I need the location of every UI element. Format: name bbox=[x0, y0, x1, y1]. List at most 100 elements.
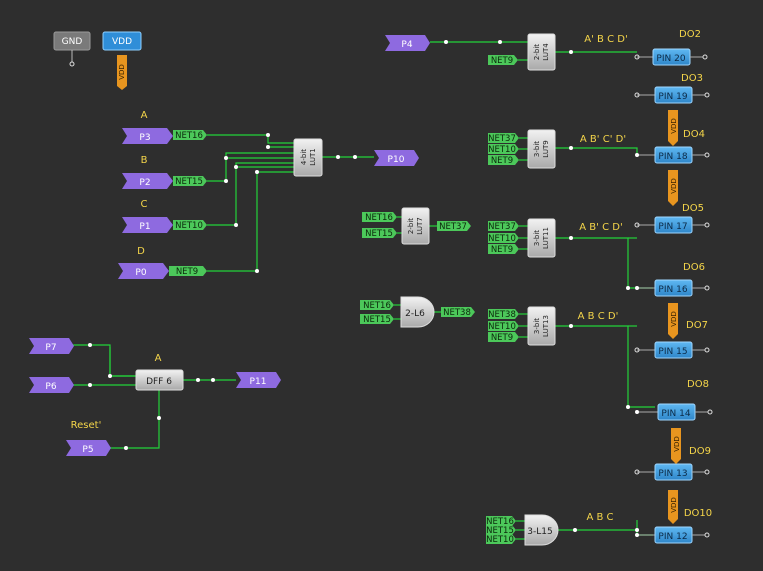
port-p4[interactable]: P4 bbox=[385, 35, 430, 51]
vdd-button[interactable]: VDD bbox=[102, 31, 142, 51]
svg-text:LUT1: LUT1 bbox=[309, 148, 317, 165]
label-b: B bbox=[141, 155, 148, 166]
svg-text:VDD: VDD bbox=[670, 118, 678, 134]
svg-text:2-bit: 2-bit bbox=[533, 44, 541, 60]
svg-text:PIN 16: PIN 16 bbox=[658, 285, 687, 295]
do-label: DO9 bbox=[689, 446, 711, 457]
svg-text:NET15: NET15 bbox=[363, 315, 391, 325]
svg-text:3-L15: 3-L15 bbox=[527, 527, 552, 537]
svg-text:VDD: VDD bbox=[118, 64, 126, 80]
port-p6[interactable]: P6 bbox=[29, 377, 74, 393]
do-label: DO10 bbox=[684, 508, 712, 519]
svg-text:DFF 6: DFF 6 bbox=[146, 377, 172, 387]
do-label: DO6 bbox=[683, 262, 705, 273]
svg-text:NET10: NET10 bbox=[175, 221, 203, 231]
gnd-button[interactable]: GND bbox=[53, 31, 91, 67]
svg-text:P10: P10 bbox=[388, 155, 405, 165]
svg-text:NET16: NET16 bbox=[363, 301, 391, 311]
svg-text:NET10: NET10 bbox=[488, 234, 516, 244]
svg-text:VDD: VDD bbox=[670, 311, 678, 327]
port-p7[interactable]: P7 bbox=[29, 338, 74, 354]
do-label: DO8 bbox=[687, 379, 709, 390]
vdd-tag: VDD bbox=[117, 55, 127, 90]
port-p11[interactable]: P11 bbox=[236, 372, 281, 388]
svg-text:P6: P6 bbox=[45, 382, 56, 392]
do-label: DO7 bbox=[686, 320, 708, 331]
svg-text:NET10: NET10 bbox=[488, 145, 516, 155]
svg-text:3-bit: 3-bit bbox=[533, 141, 541, 157]
dff6-block[interactable]: DFF 6 bbox=[135, 369, 184, 391]
svg-text:LUT7: LUT7 bbox=[416, 217, 424, 234]
svg-text:NET37: NET37 bbox=[488, 134, 516, 144]
port-p10[interactable]: P10 bbox=[374, 150, 419, 166]
pin-15[interactable]: PIN 15 bbox=[634, 341, 710, 359]
svg-text:NET9: NET9 bbox=[491, 56, 513, 66]
lut13-block[interactable]: 3-bit LUT13 bbox=[527, 306, 556, 346]
svg-text:2-L6: 2-L6 bbox=[405, 309, 425, 319]
pin-16[interactable]: PIN 16 bbox=[635, 279, 710, 297]
expr-4: A B C D' bbox=[578, 311, 619, 322]
port-p2[interactable]: P2 bbox=[122, 173, 173, 189]
svg-text:NET10: NET10 bbox=[486, 535, 514, 545]
svg-text:PIN 20: PIN 20 bbox=[656, 54, 685, 64]
svg-text:NET10: NET10 bbox=[488, 322, 516, 332]
net-tag: NET16 NET15 NET38 bbox=[360, 300, 475, 325]
svg-text:4-bit: 4-bit bbox=[300, 149, 308, 165]
and-gate-l15[interactable]: 3-L15 bbox=[524, 514, 559, 546]
svg-text:NET9: NET9 bbox=[491, 156, 513, 166]
lut11-block[interactable]: 3-bit LUT11 bbox=[527, 218, 556, 258]
svg-text:NET16: NET16 bbox=[365, 213, 393, 223]
pin-12[interactable]: PIN 12 bbox=[635, 526, 710, 544]
svg-text:PIN 14: PIN 14 bbox=[661, 409, 690, 419]
net-tag: NET16 NET15 NET10 bbox=[486, 516, 516, 545]
net-tag: NET37 NET10 NET9 bbox=[488, 221, 519, 255]
lut1-block[interactable]: 4-bit LUT1 bbox=[293, 138, 323, 177]
vdd-tag: VDD VDD VDD VDD VDD bbox=[668, 110, 681, 524]
port-p3[interactable]: P3 bbox=[122, 128, 173, 144]
svg-text:PIN 12: PIN 12 bbox=[658, 532, 687, 542]
svg-text:P2: P2 bbox=[139, 178, 150, 188]
port-p5[interactable]: P5 bbox=[66, 440, 111, 456]
pin-18[interactable]: PIN 18 bbox=[635, 146, 710, 164]
svg-text:P3: P3 bbox=[139, 133, 150, 143]
net-tag: NET16 NET15 NET37 bbox=[362, 212, 471, 239]
svg-text:NET16: NET16 bbox=[486, 517, 514, 527]
expr-2: A B' C' D' bbox=[580, 134, 626, 145]
pin-19[interactable]: PIN 19 bbox=[634, 86, 710, 104]
pin-14[interactable]: PIN 14 bbox=[635, 403, 713, 421]
do-label: DO2 bbox=[679, 29, 701, 40]
svg-text:P0: P0 bbox=[135, 268, 146, 278]
and-gate-l6[interactable]: 2-L6 bbox=[400, 296, 435, 328]
svg-text:P5: P5 bbox=[82, 445, 93, 455]
svg-text:VDD: VDD bbox=[673, 436, 681, 452]
svg-text:PIN 18: PIN 18 bbox=[658, 152, 687, 162]
net-tag: NET37 NET10 NET9 bbox=[488, 133, 519, 166]
port-p0[interactable]: P0 bbox=[118, 263, 169, 279]
svg-text:NET38: NET38 bbox=[488, 310, 516, 320]
pin-13[interactable]: PIN 13 bbox=[634, 463, 710, 481]
port-p1[interactable]: P1 bbox=[122, 217, 173, 233]
svg-text:2-bit: 2-bit bbox=[407, 218, 415, 234]
do-label: DO5 bbox=[682, 203, 704, 214]
net-tag: NET16 NET15 NET10 NET9 bbox=[169, 130, 207, 277]
svg-text:NET16: NET16 bbox=[175, 131, 203, 141]
lut4-block[interactable]: 2-bit LUT4 bbox=[527, 33, 556, 71]
svg-text:PIN 13: PIN 13 bbox=[658, 469, 687, 479]
pin-17[interactable]: PIN 17 bbox=[634, 216, 710, 234]
wire-junctions bbox=[88, 40, 639, 532]
svg-text:NET15: NET15 bbox=[365, 229, 393, 239]
gnd-label: GND bbox=[62, 37, 83, 47]
svg-text:LUT13: LUT13 bbox=[542, 315, 550, 337]
svg-text:P4: P4 bbox=[401, 40, 412, 50]
lut7-block[interactable]: 2-bit LUT7 bbox=[401, 207, 430, 245]
svg-text:NET15: NET15 bbox=[486, 526, 514, 536]
lut9-block[interactable]: 3-bit LUT9 bbox=[527, 129, 556, 169]
do-label: DO4 bbox=[683, 129, 705, 140]
svg-text:P1: P1 bbox=[139, 222, 150, 232]
svg-text:VDD: VDD bbox=[670, 497, 678, 513]
expr-5: A B C bbox=[586, 512, 613, 523]
label-reset: Reset' bbox=[71, 420, 102, 431]
pin-20[interactable]: PIN 20 bbox=[634, 48, 708, 66]
svg-text:PIN 17: PIN 17 bbox=[658, 222, 687, 232]
